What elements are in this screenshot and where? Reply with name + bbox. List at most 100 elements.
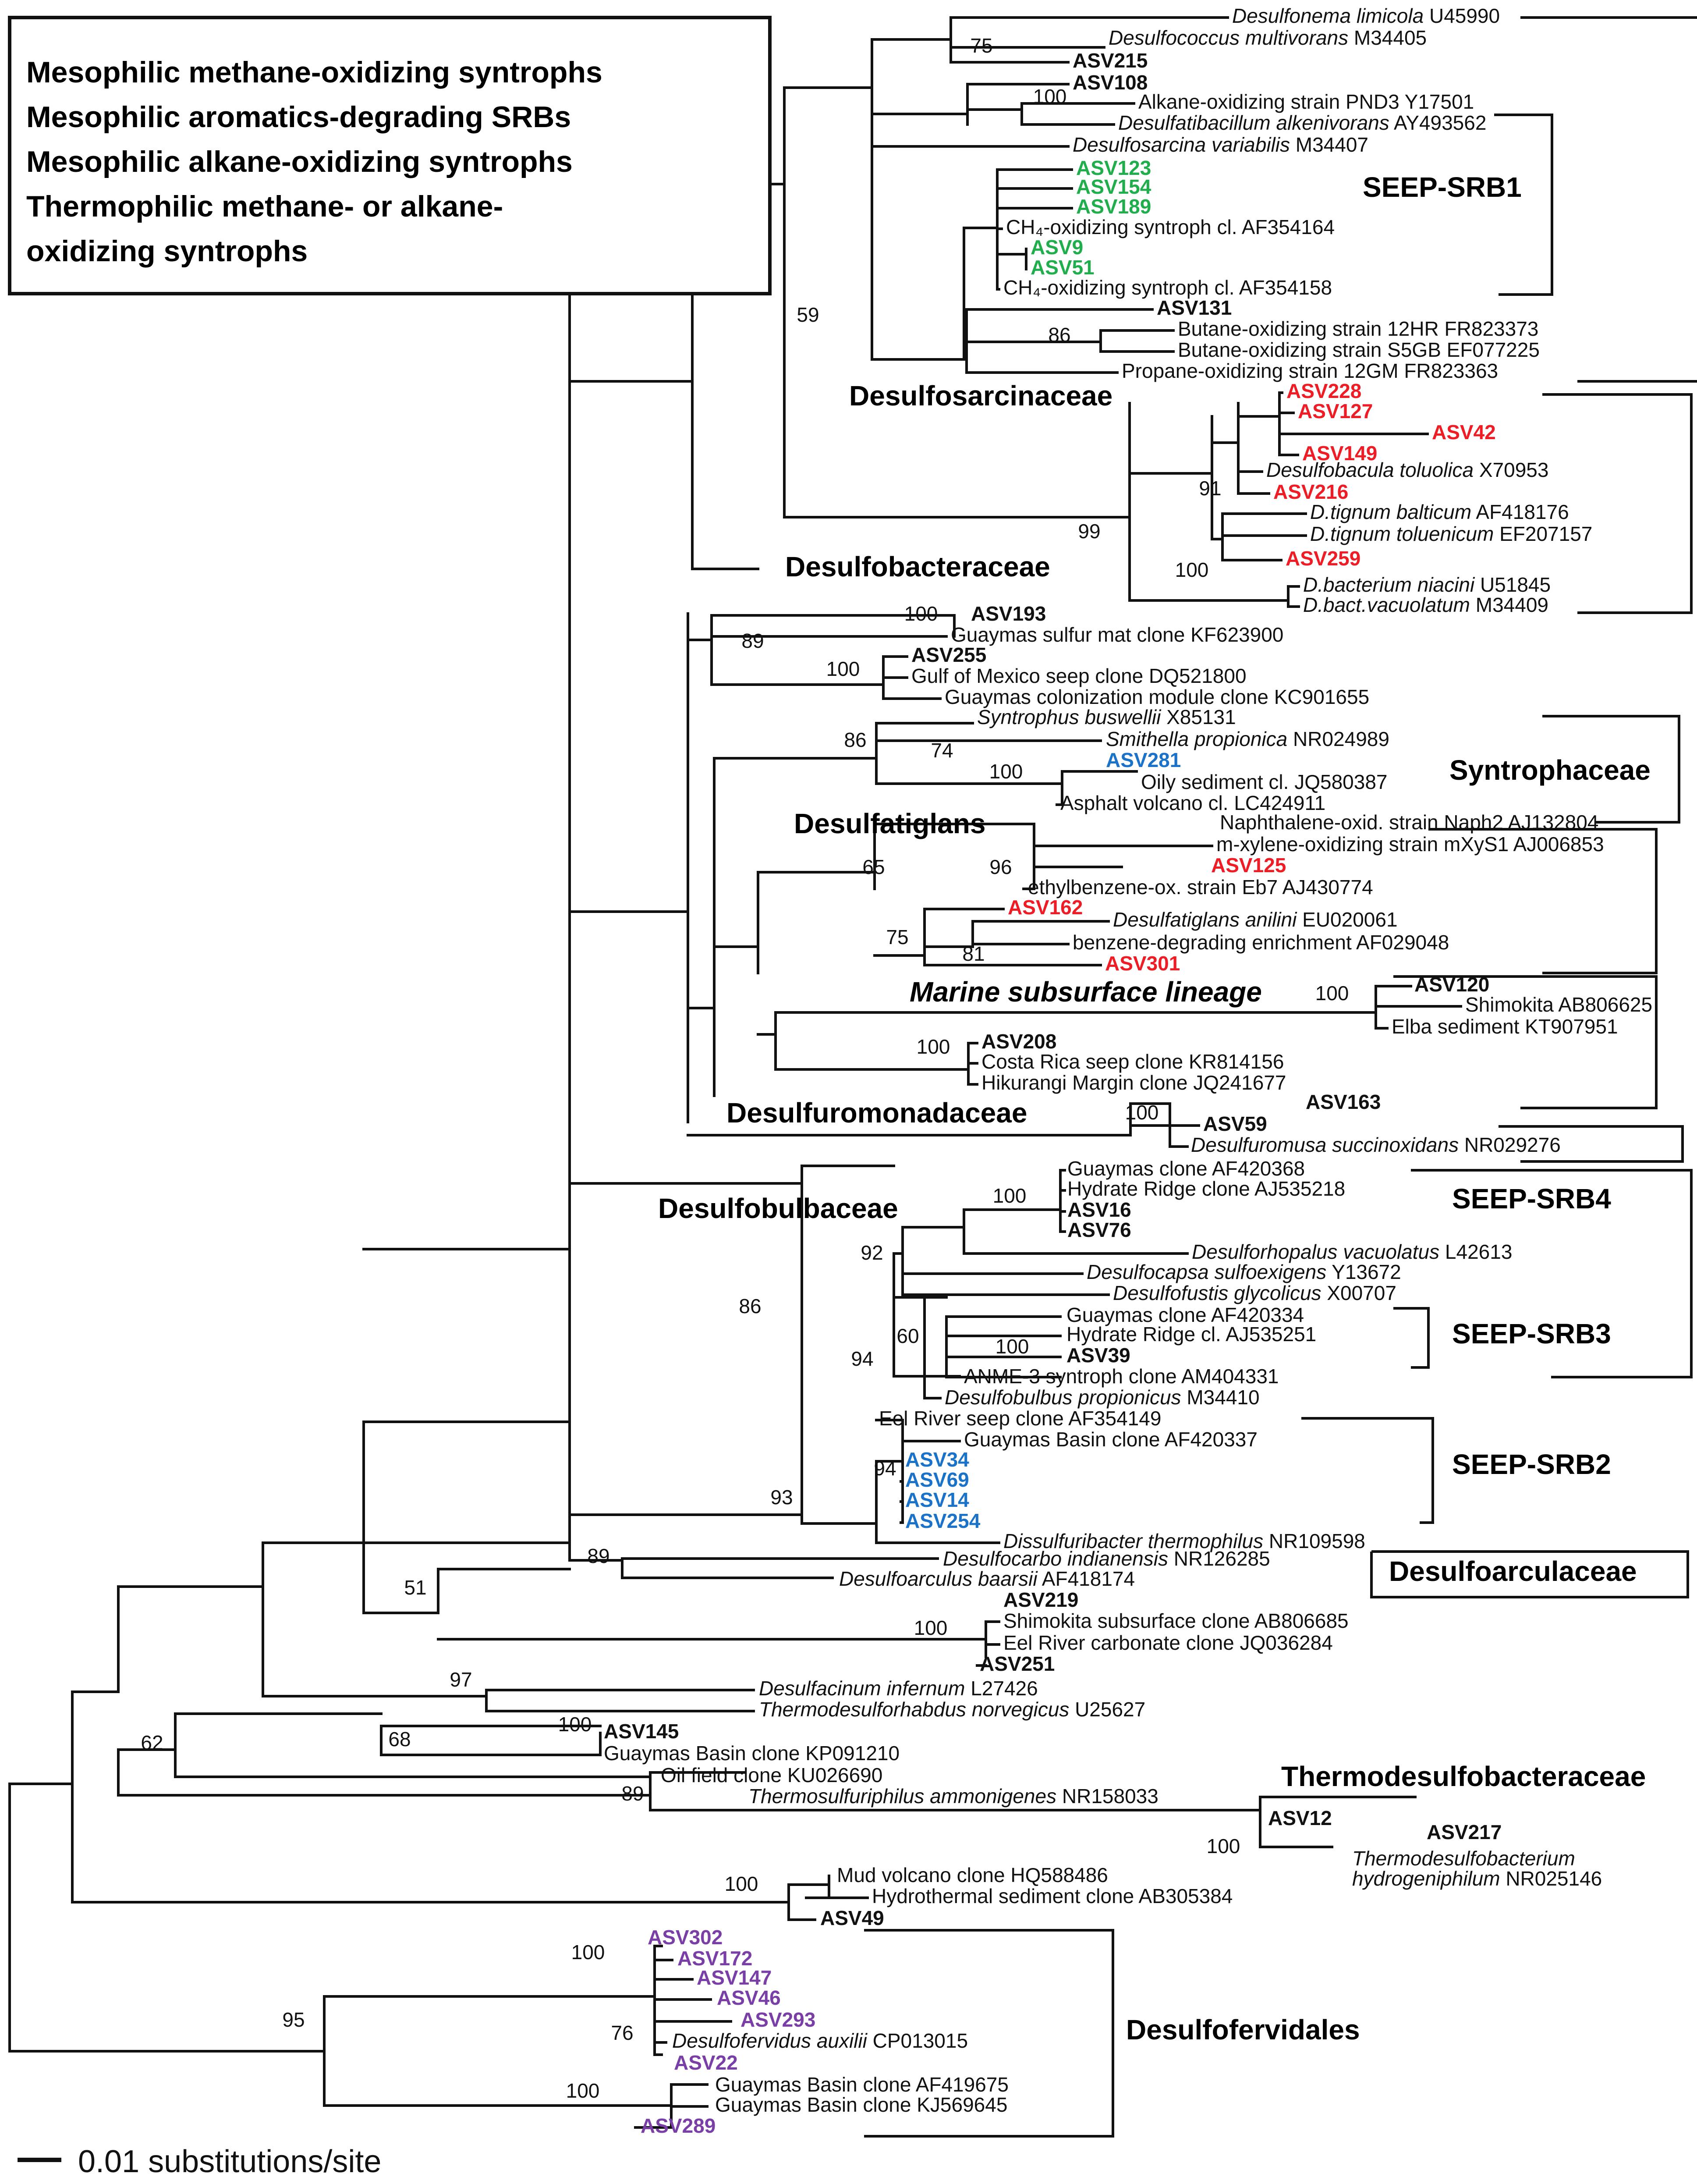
scale-bar-label: 0.01 substitutions/site bbox=[78, 2144, 381, 2179]
leaf-asv12: ASV12 bbox=[1268, 1807, 1332, 1829]
leaf-guaymas-basin-clone: Guaymas Basin clone AF419675 bbox=[715, 2073, 1009, 2096]
leaf-asv302: ASV302 bbox=[648, 1926, 723, 1949]
clade-label-desulfofervidales: Desulfofervidales bbox=[1126, 2014, 1360, 2046]
leaf-hydrogeniphilum: hydrogeniphilum NR025146 bbox=[1352, 1867, 1602, 1890]
leaf-elba-sediment: Elba sediment KT907951 bbox=[1392, 1015, 1618, 1038]
bootstrap-value: 75 bbox=[970, 34, 992, 57]
leaf-asv208: ASV208 bbox=[981, 1030, 1056, 1053]
leaf-asv216: ASV216 bbox=[1273, 480, 1348, 503]
leaf-asv255: ASV255 bbox=[911, 643, 986, 666]
leaf-ch-oxidizing-syntroph-cl: CH₄-oxidizing syntroph cl. AF354164 bbox=[1006, 216, 1335, 238]
legend-item-methane: Mesophilic methane-oxidizing syntrophs bbox=[26, 56, 602, 89]
bootstrap-value: 100 bbox=[571, 1941, 605, 1964]
clade-label-seep-srb2: SEEP-SRB2 bbox=[1452, 1449, 1611, 1480]
bootstrap-value: 100 bbox=[914, 1616, 948, 1639]
bootstrap-value: 100 bbox=[993, 1184, 1027, 1207]
bootstrap-value: 94 bbox=[874, 1457, 896, 1480]
leaf-d-bact-vacuolatum: D.bact.vacuolatum M34409 bbox=[1303, 593, 1548, 616]
leaf-asv16: ASV16 bbox=[1067, 1198, 1131, 1221]
leaf-hydrothermal-sediment-clone: Hydrothermal sediment clone AB305384 bbox=[872, 1885, 1233, 1907]
legend-item-thermophilic-2: oxidizing syntrophs bbox=[26, 234, 308, 268]
bootstrap-value: 86 bbox=[739, 1295, 761, 1318]
leaf-costa-rica-seep-clone: Costa Rica seep clone KR814156 bbox=[981, 1050, 1284, 1073]
leaf-mud-volcano-clone: Mud volcano clone HQ588486 bbox=[837, 1864, 1108, 1886]
leaf-asv123: ASV123 bbox=[1076, 156, 1151, 179]
leaf-asv281: ASV281 bbox=[1106, 749, 1181, 771]
leaf-asv301: ASV301 bbox=[1105, 952, 1180, 975]
leaf-asv69: ASV69 bbox=[905, 1468, 969, 1491]
bootstrap-value: 91 bbox=[1199, 477, 1221, 500]
leaf-asv108: ASV108 bbox=[1073, 71, 1148, 94]
leaf-desulfacinum-infernum: Desulfacinum infernum L27426 bbox=[759, 1677, 1038, 1700]
bootstrap-value: 100 bbox=[1175, 558, 1209, 581]
leaf-desulfobulbus-propionicus: Desulfobulbus propionicus M34410 bbox=[945, 1386, 1260, 1409]
leaf-asv219: ASV219 bbox=[1003, 1588, 1078, 1611]
clade-label-desulfobulbaceae: Desulfobulbaceae bbox=[658, 1193, 898, 1224]
bootstrap-value: 75 bbox=[886, 926, 908, 948]
leaf-smithella-propionica: Smithella propionica NR024989 bbox=[1106, 728, 1389, 750]
leaf-syntrophus-buswellii: Syntrophus buswellii X85131 bbox=[977, 706, 1236, 728]
leaf-asv289: ASV289 bbox=[641, 2114, 716, 2137]
bootstrap-value: 51 bbox=[404, 1576, 426, 1599]
bootstrap-value: 81 bbox=[962, 942, 985, 965]
clade-label-desulfuromonadaceae: Desulfuromonadaceae bbox=[726, 1097, 1027, 1129]
bootstrap-value: 97 bbox=[450, 1668, 472, 1691]
clade-label-desulfobacteraceae: Desulfobacteraceae bbox=[785, 551, 1050, 582]
leaf-asv145: ASV145 bbox=[604, 1720, 679, 1743]
leaf-ethylbenzene-ox-strain-eb7: ethylbenzene-ox. strain Eb7 AJ430774 bbox=[1028, 876, 1373, 898]
leaf-asv76: ASV76 bbox=[1067, 1218, 1131, 1241]
leaf-asv39: ASV39 bbox=[1066, 1344, 1130, 1367]
leaf-benzene-degrading-enrichment: benzene-degrading enrichment AF029048 bbox=[1073, 931, 1449, 954]
leaf-guaymas-basin-clone: Guaymas Basin clone KJ569645 bbox=[715, 2093, 1007, 2116]
leaf-shimokita-subsurface-clone: Shimokita subsurface clone AB806685 bbox=[1003, 1609, 1349, 1632]
leaf-asv217: ASV217 bbox=[1427, 1821, 1502, 1843]
legend-box bbox=[8, 16, 772, 295]
bootstrap-value: 86 bbox=[844, 728, 866, 751]
clade-label-thermodesulfobacteraceae: Thermodesulfobacteraceae bbox=[1281, 1761, 1646, 1792]
leaf-desulfosarcina-variabilis: Desulfosarcina variabilis M34407 bbox=[1073, 133, 1368, 156]
clade-brackets bbox=[864, 16, 1697, 2138]
clade-label-seep-srb4: SEEP-SRB4 bbox=[1452, 1183, 1611, 1215]
bootstrap-value: 100 bbox=[904, 602, 938, 625]
bootstrap-value: 62 bbox=[141, 1731, 163, 1754]
leaf-thermosulfuriphilus-ammonigenes: Thermosulfuriphilus ammonigenes NR158033 bbox=[748, 1785, 1158, 1808]
clade-label-desulfoarculaceae: Desulfoarculaceae bbox=[1389, 1555, 1637, 1587]
leaf-labels: Desulfonema limicola U45990Desulfococcus… bbox=[604, 4, 1652, 2137]
tree-branches bbox=[8, 16, 1462, 2129]
leaf-d-tignum-toluenicum: D.tignum toluenicum EF207157 bbox=[1310, 522, 1592, 545]
leaf-desulforhopalus-vacuolatus: Desulforhopalus vacuolatus L42613 bbox=[1192, 1240, 1512, 1263]
clade-label-desulfatiglans: Desulfatiglans bbox=[794, 808, 985, 839]
leaf-butane-oxidizing-strain-s5gb: Butane-oxidizing strain S5GB EF077225 bbox=[1178, 338, 1540, 361]
bootstrap-value: 100 bbox=[989, 760, 1023, 783]
leaf-butane-oxidizing-strain-12hr: Butane-oxidizing strain 12HR FR823373 bbox=[1178, 317, 1538, 340]
leaf-shimokita: Shimokita AB806625 bbox=[1465, 993, 1652, 1016]
legend-item-aromatics: Mesophilic aromatics-degrading SRBs bbox=[26, 100, 571, 134]
bootstrap-value: 100 bbox=[1315, 982, 1349, 1005]
leaf-desulfoarculus-baarsii: Desulfoarculus baarsii AF418174 bbox=[839, 1567, 1135, 1590]
bootstrap-value: 93 bbox=[770, 1486, 793, 1509]
bootstrap-value: 100 bbox=[566, 2079, 600, 2102]
clade-label-seep-srb3: SEEP-SRB3 bbox=[1452, 1318, 1611, 1349]
leaf-asv120: ASV120 bbox=[1414, 973, 1489, 996]
clade-label-marine-subsurface: Marine subsurface lineage bbox=[910, 976, 1262, 1008]
leaf-anme-3-syntroph-clone: ANME-3 syntroph clone AM404331 bbox=[964, 1365, 1279, 1388]
leaf-asv228: ASV228 bbox=[1286, 380, 1361, 402]
bootstrap-value: 74 bbox=[931, 739, 953, 762]
leaf-guaymas-basin-clone: Guaymas Basin clone KP091210 bbox=[604, 1742, 900, 1765]
leaf-dissulfuribacter-thermophilus: Dissulfuribacter thermophilus NR109598 bbox=[1003, 1530, 1365, 1552]
bootstrap-value: 76 bbox=[611, 2021, 633, 2044]
leaf-desulfonema-limicola: Desulfonema limicola U45990 bbox=[1232, 4, 1500, 27]
bootstrap-value: 100 bbox=[558, 1713, 592, 1736]
leaf-asv251: ASV251 bbox=[980, 1652, 1055, 1675]
leaf-d-bacterium-niacini: D.bacterium niacini U51845 bbox=[1303, 573, 1551, 596]
bootstrap-value: 100 bbox=[996, 1335, 1029, 1358]
leaf-asv46: ASV46 bbox=[717, 1986, 781, 2009]
clade-label-seep-srb1: SEEP-SRB1 bbox=[1363, 171, 1522, 203]
leaf-d-tignum-balticum: D.tignum balticum AF418176 bbox=[1310, 501, 1569, 523]
leaf-asv254: ASV254 bbox=[905, 1509, 981, 1532]
leaf-asv162: ASV162 bbox=[1008, 896, 1083, 919]
clade-labels: SEEP-SRB1DesulfosarcinaceaeDesulfobacter… bbox=[658, 171, 1651, 2046]
leaf-guaymas-colonization-module-clone: Guaymas colonization module clone KC9016… bbox=[945, 685, 1369, 708]
bootstrap-value: 100 bbox=[725, 1872, 758, 1895]
leaf-asv259: ASV259 bbox=[1286, 547, 1360, 570]
